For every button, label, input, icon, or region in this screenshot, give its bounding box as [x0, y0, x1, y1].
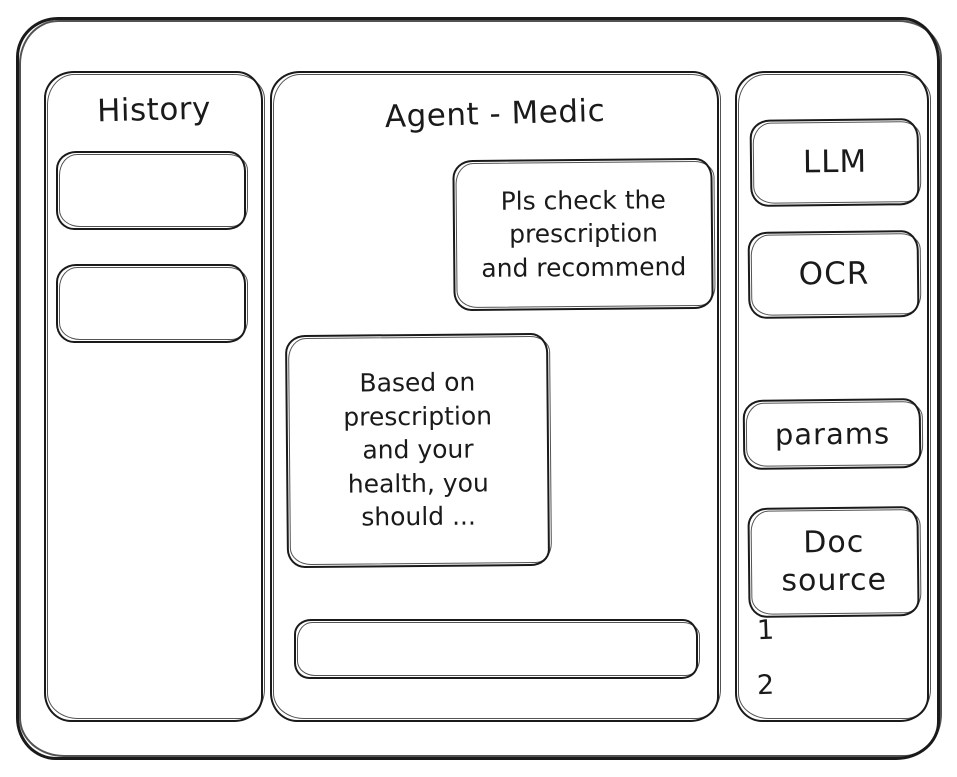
tool-button-ocr[interactable]: OCR	[749, 231, 919, 317]
doc-source-list-item[interactable]: 2	[756, 669, 775, 702]
tool-button-params[interactable]: params	[744, 399, 921, 468]
message-composer-input[interactable]	[294, 619, 700, 679]
tool-button-doc-source[interactable]: Doc source	[749, 507, 919, 616]
history-list-item[interactable]	[56, 151, 248, 230]
doc-source-list-item[interactable]: 1	[756, 614, 775, 647]
history-list-item[interactable]	[56, 264, 248, 343]
assistant-message-bubble: Based on prescription and your health, y…	[287, 333, 549, 567]
user-message-bubble: Pls check the prescription and recommend	[454, 158, 713, 310]
tool-button-llm[interactable]: LLM	[751, 119, 919, 205]
history-panel-title: History	[96, 90, 212, 130]
